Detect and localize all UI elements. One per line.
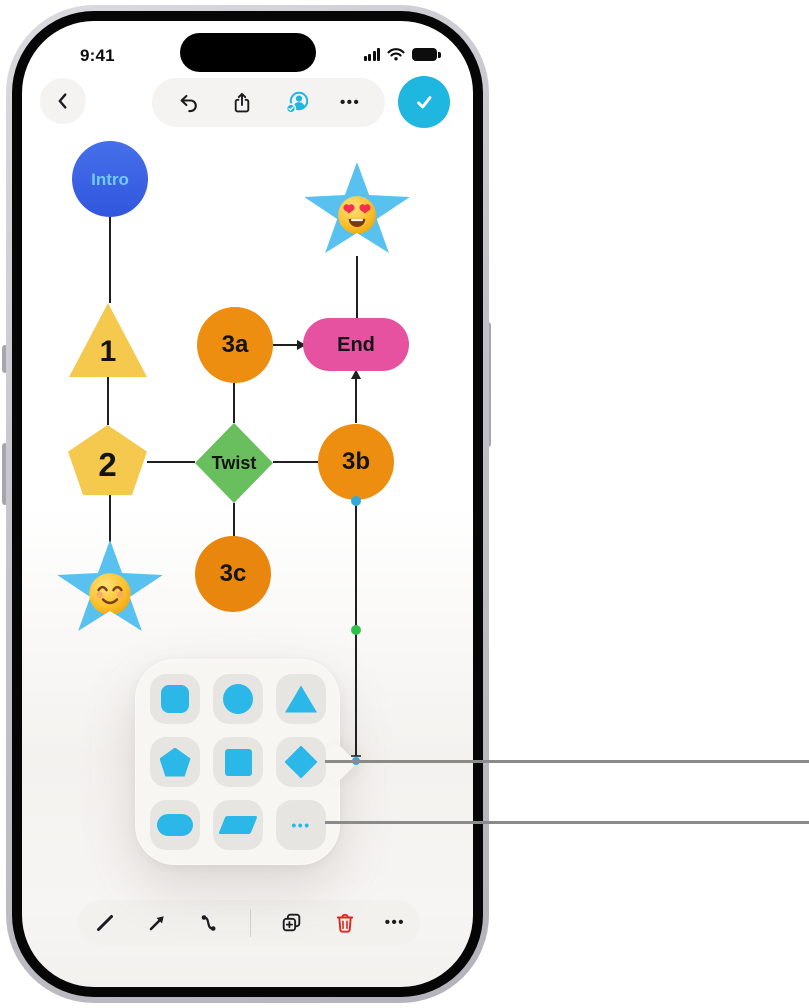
nav-toolbar: •••: [152, 78, 385, 127]
node-star-top[interactable]: [304, 162, 410, 253]
node-step-1[interactable]: 1: [69, 303, 147, 377]
duplicate-button[interactable]: [279, 910, 304, 935]
shape-option-triangle[interactable]: [276, 674, 326, 724]
toolbar-divider: [249, 908, 252, 937]
callout-line-more: [325, 821, 809, 824]
done-button[interactable]: [398, 76, 450, 128]
bottom-toolbar: •••: [78, 900, 420, 945]
duplicate-icon: [283, 913, 301, 932]
undo-button[interactable]: [177, 91, 201, 115]
shape-option-more[interactable]: •••: [276, 800, 326, 850]
callout-line-diamond: [325, 760, 809, 763]
node-intro[interactable]: Intro: [72, 141, 148, 217]
shape-option-circle[interactable]: [213, 674, 263, 724]
connector-icon: [202, 914, 216, 931]
person-check-icon: [285, 91, 308, 114]
arrow-icon: [149, 915, 164, 930]
shape-option-square[interactable]: [213, 737, 263, 787]
shape-option-pentagon[interactable]: [150, 737, 200, 787]
more-button[interactable]: •••: [339, 94, 361, 111]
line-icon: [97, 914, 113, 931]
diamond-icon: [284, 745, 318, 779]
node-twist[interactable]: Twist: [195, 423, 273, 503]
checkmark-icon: [417, 96, 432, 109]
node-star-bottom[interactable]: [57, 540, 163, 631]
oval-icon: [157, 814, 193, 836]
share-button[interactable]: [230, 91, 254, 115]
volume-up-button: [2, 345, 8, 373]
wifi-icon: [387, 48, 405, 61]
arrow-tool-button[interactable]: [145, 911, 169, 935]
shape-option-rounded-square[interactable]: [150, 674, 200, 724]
shape-option-oval[interactable]: [150, 800, 200, 850]
bezel: 9:41: [12, 11, 483, 997]
node-end[interactable]: End: [303, 318, 409, 371]
rounded-square-icon: [161, 685, 189, 713]
circle-icon: [223, 684, 253, 714]
trash-icon: [336, 913, 353, 933]
undo-icon: [180, 94, 197, 112]
square-icon: [224, 748, 252, 776]
screen: 9:41: [22, 21, 473, 987]
shape-grid: •••: [136, 660, 339, 864]
ellipsis-icon: •••: [291, 817, 311, 833]
node-step-3c[interactable]: 3c: [195, 536, 271, 612]
connector-tool-button[interactable]: [197, 911, 221, 935]
cell-signal-icon: [363, 48, 380, 61]
status-time: 9:41: [80, 46, 115, 65]
share-icon: [234, 92, 250, 112]
node-step-2[interactable]: 2: [68, 425, 147, 495]
dynamic-island: [179, 33, 316, 72]
node-step-3a[interactable]: 3a: [197, 307, 273, 383]
volume-down-button: [2, 443, 8, 505]
smiling-blush-emoji: [89, 573, 131, 615]
line-tool-button[interactable]: [93, 911, 117, 935]
shape-option-parallelogram[interactable]: [213, 800, 263, 850]
connector-midpoint-handle[interactable]: [351, 625, 361, 635]
parallelogram-icon: [218, 816, 258, 834]
battery-icon: [412, 48, 441, 61]
iphone-frame: 9:41: [6, 5, 489, 1003]
shape-option-diamond[interactable]: [276, 737, 326, 787]
toolbar-more-button[interactable]: •••: [384, 914, 405, 931]
shape-picker-popup: •••: [135, 659, 358, 865]
connector-start-handle[interactable]: [351, 496, 361, 506]
collaborate-button[interactable]: [284, 90, 311, 115]
status-icons: [363, 48, 441, 61]
node-step-3b[interactable]: 3b: [318, 424, 394, 500]
pentagon-icon: [159, 747, 191, 777]
triangle-icon: [285, 685, 317, 713]
heart-eyes-emoji: [338, 196, 376, 234]
delete-button[interactable]: [333, 911, 357, 935]
chevron-left-icon: [58, 93, 67, 109]
back-button[interactable]: [40, 78, 86, 124]
